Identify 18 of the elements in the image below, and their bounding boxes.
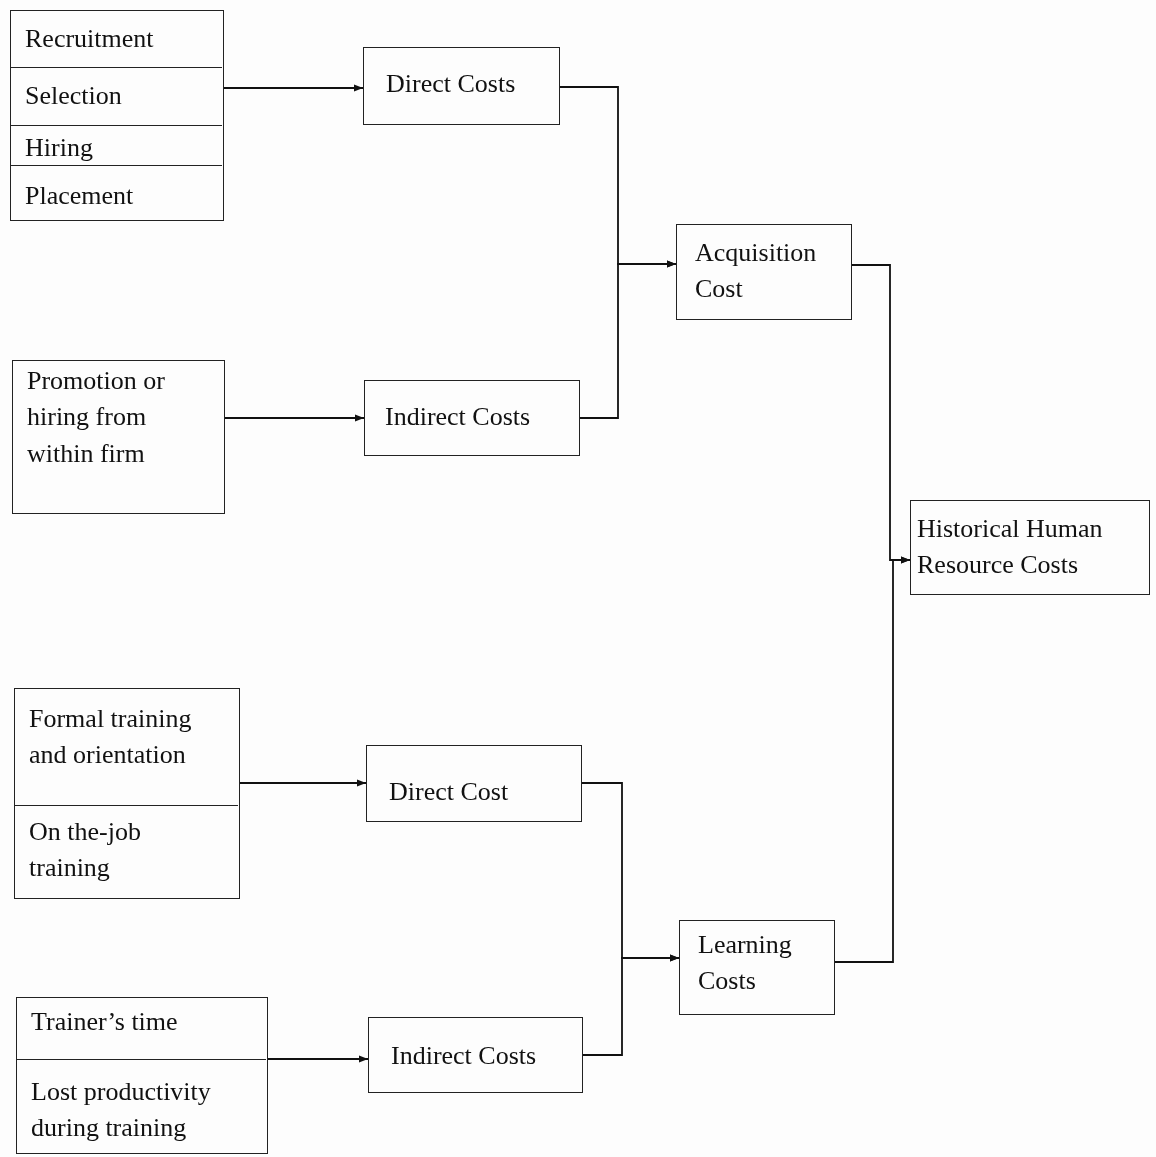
arrow — [834, 556, 911, 963]
process-box: Indirect Costs — [364, 380, 580, 456]
arrow — [582, 954, 680, 1056]
process-box: Direct Cost — [366, 745, 582, 822]
arrow — [223, 84, 364, 92]
stacked-box — [10, 10, 224, 221]
arrow — [579, 260, 677, 419]
stacked-box — [14, 688, 240, 899]
process-box: Indirect Costs — [368, 1017, 583, 1093]
arrow — [239, 779, 367, 787]
arrow — [224, 414, 365, 422]
process-box: Direct Costs — [363, 47, 560, 125]
process-box: Historical Human Resource Costs — [910, 500, 1150, 595]
process-box: Learning Costs — [679, 920, 835, 1015]
process-box: Promotion or hiring from within firm — [12, 360, 225, 514]
arrow — [267, 1055, 369, 1063]
process-box: Acquisition Cost — [676, 224, 852, 320]
stacked-box — [16, 997, 268, 1154]
